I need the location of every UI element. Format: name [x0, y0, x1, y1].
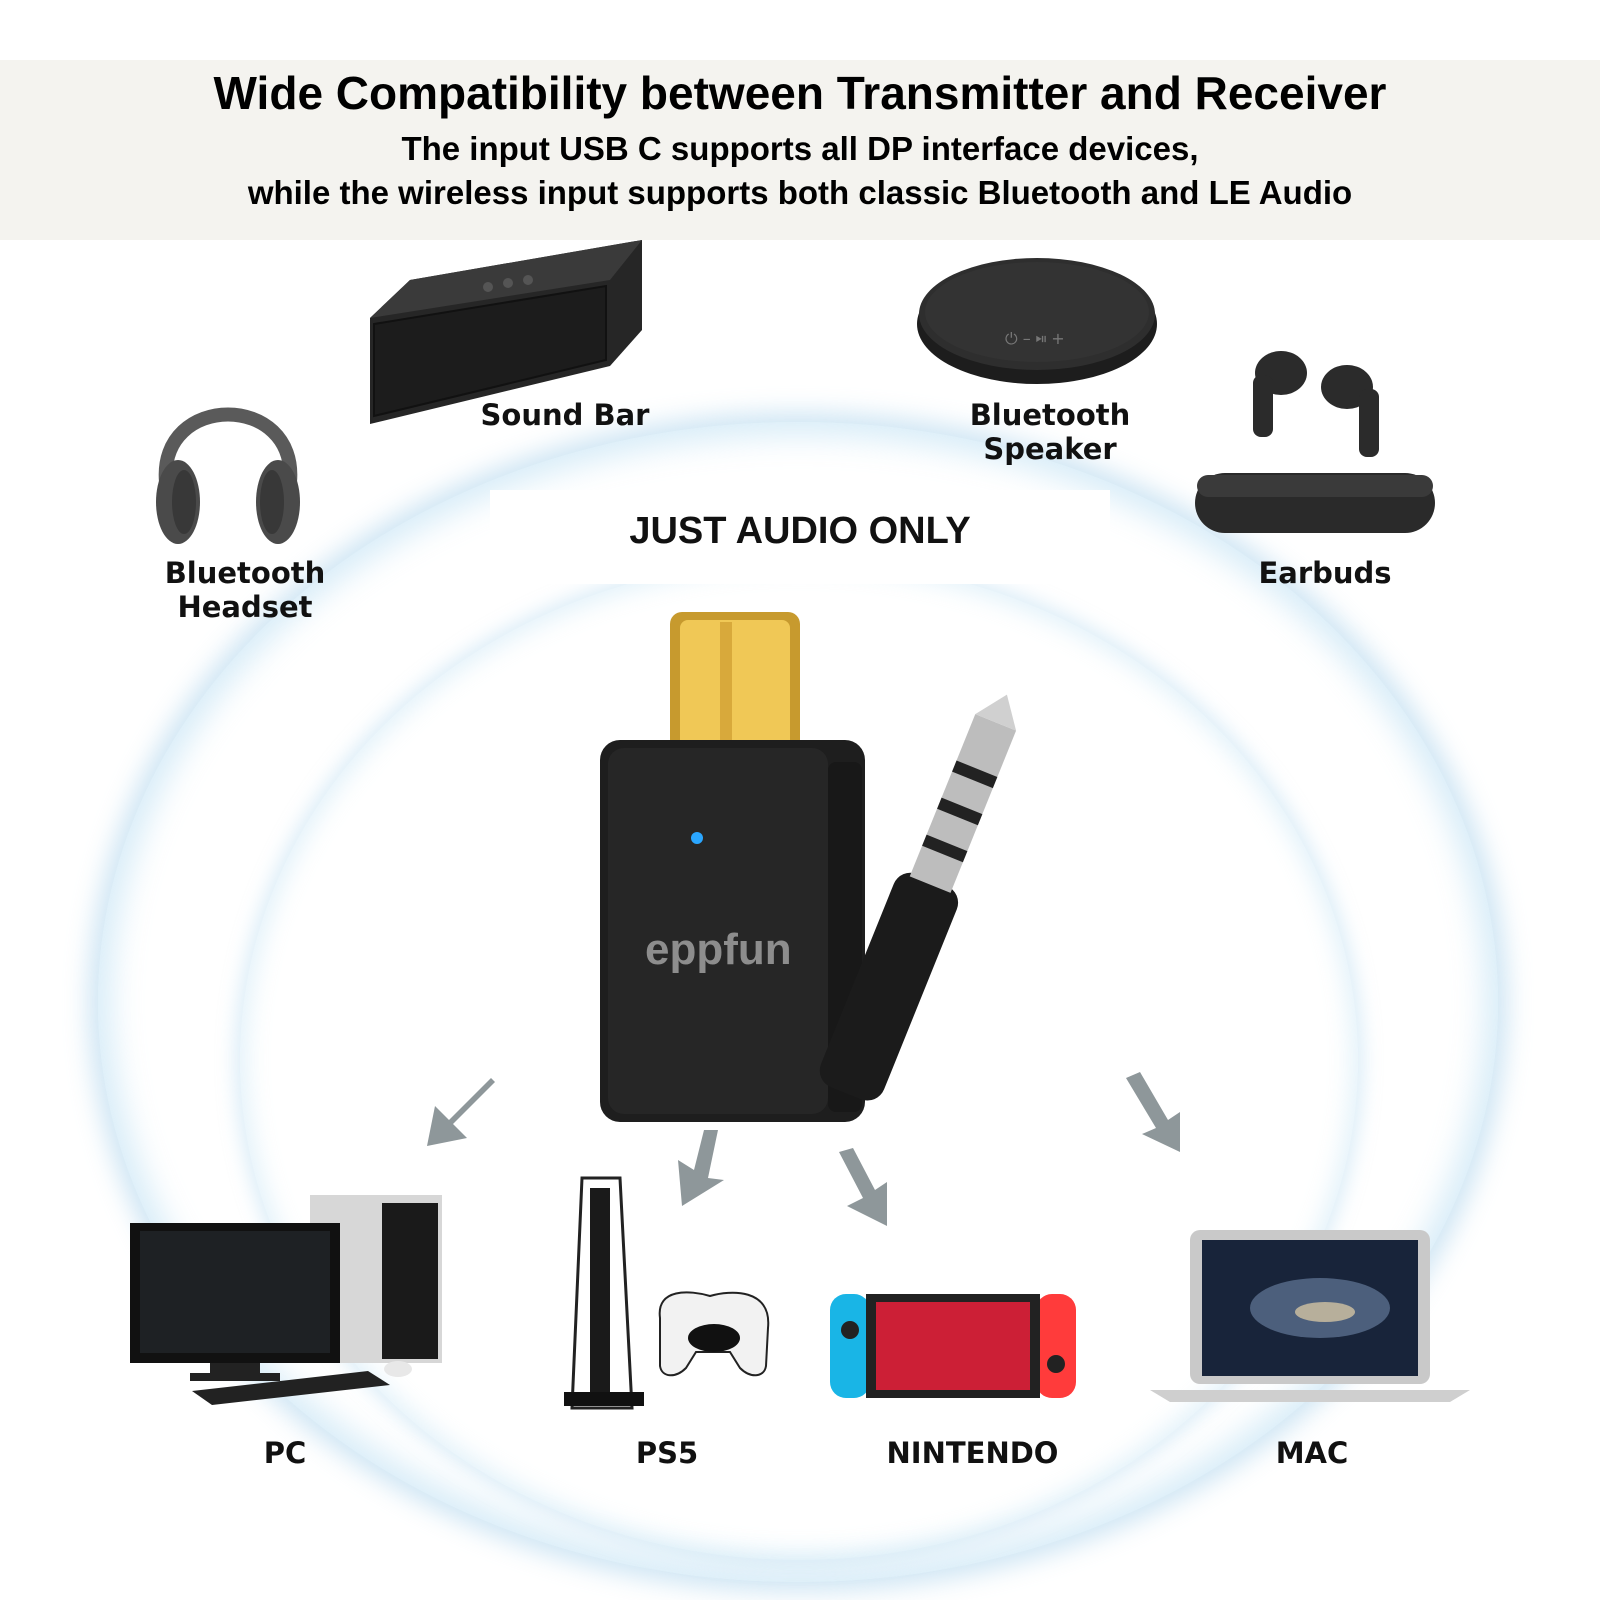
label-pc: PC [263, 1436, 307, 1470]
usb-c-dongle-icon [600, 612, 1017, 1122]
audio-only-badge [490, 490, 1110, 584]
arrow-to-ps5-icon [678, 1130, 724, 1206]
product-brand: eppfun [645, 925, 792, 974]
arrow-to-mac-icon [1126, 1072, 1180, 1152]
headphones-icon [156, 407, 300, 544]
subtitle-line-1: The input USB C supports all DP interfac… [401, 130, 1199, 167]
desktop-pc-icon [130, 1195, 442, 1405]
label-nintendo: NINTENDO [886, 1436, 1059, 1470]
header-band [0, 60, 1600, 240]
label-sound-bar: Sound Bar [480, 398, 650, 432]
sound-bar-icon [370, 240, 642, 424]
label-mac: MAC [1275, 1436, 1349, 1470]
label-ps5: PS5 [635, 1436, 699, 1470]
earbuds-icon [1195, 351, 1435, 533]
status-led-icon [691, 832, 703, 844]
label-bluetooth-headset: Bluetooth Headset [164, 556, 326, 624]
arrow-to-pc-icon [427, 1078, 495, 1146]
arrow-to-nintendo-icon [839, 1148, 887, 1226]
bluetooth-speaker-icon: ⏻ – ⏯ + [917, 258, 1157, 384]
page-title: Wide Compatibility between Transmitter a… [213, 67, 1387, 119]
macbook-icon [1150, 1230, 1470, 1402]
ps5-console-icon [564, 1176, 770, 1410]
label-bluetooth-speaker: Bluetooth Speaker [969, 398, 1131, 466]
label-earbuds: Earbuds [1258, 556, 1392, 590]
nintendo-switch-icon [830, 1294, 1076, 1398]
audio-only-label: JUST AUDIO ONLY [629, 510, 971, 552]
svg-text:⏻ – ⏯ +: ⏻ – ⏯ + [1005, 329, 1065, 348]
subtitle-line-2: while the wireless input supports both c… [247, 174, 1353, 211]
